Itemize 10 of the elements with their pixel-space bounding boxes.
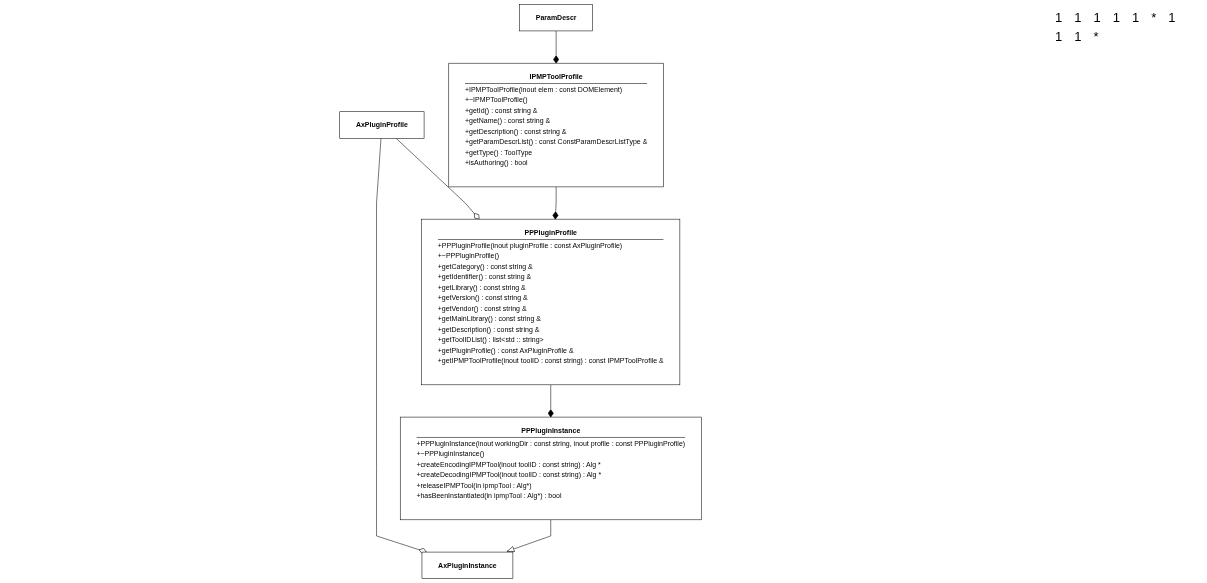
multiplicity-label: 1 [1168, 10, 1176, 25]
multiplicity-label: * [1093, 29, 1099, 44]
multiplicity-label: 1 [1093, 10, 1101, 25]
multiplicity-label: 1 [1074, 10, 1082, 25]
multiplicity-label: 1 [1131, 10, 1140, 25]
multiplicity-label: 1 [1055, 29, 1063, 44]
multiplicity-label: * [1151, 10, 1157, 25]
multiplicity-label: 1 [1074, 29, 1082, 44]
multiplicity-label: 1 [1055, 10, 1063, 25]
multiplicity-label: 1 [1112, 10, 1120, 25]
